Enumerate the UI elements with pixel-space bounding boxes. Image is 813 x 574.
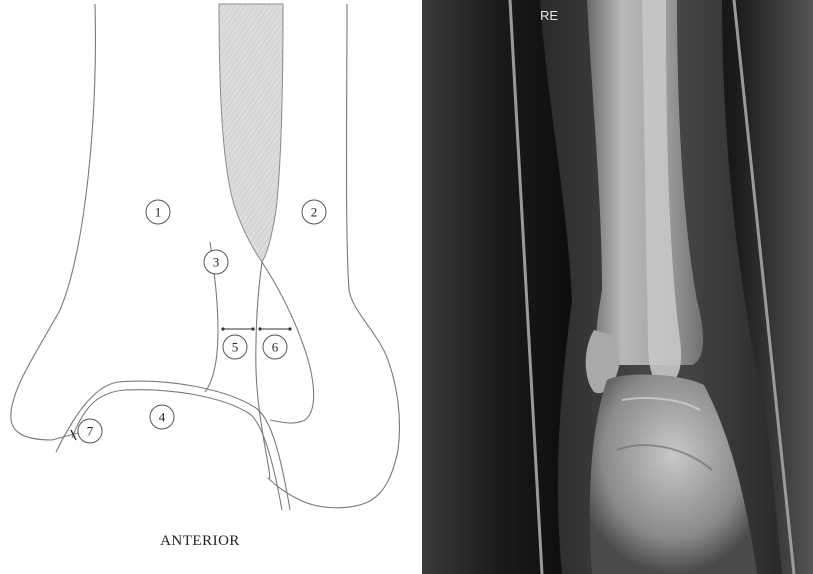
label-5: 5 — [223, 335, 247, 359]
talar-dome-line-inner — [72, 390, 282, 510]
svg-text:2: 2 — [311, 205, 318, 220]
svg-text:3: 3 — [213, 255, 220, 270]
label-7: 7 — [78, 419, 102, 443]
svg-text:6: 6 — [272, 340, 279, 355]
svg-text:4: 4 — [159, 410, 166, 425]
ankle-line-diagram: 1 2 3 4 5 6 7 — [0, 0, 420, 574]
tibia-lateral-line — [268, 4, 400, 508]
label-6: 6 — [263, 335, 287, 359]
label-3: 3 — [204, 250, 228, 274]
tibia-outline — [11, 4, 96, 440]
diagram-svg: 1 2 3 4 5 6 7 — [0, 0, 420, 574]
svg-text:5: 5 — [232, 340, 239, 355]
xray-svg: RE — [422, 0, 813, 574]
measurement-marker-6 — [258, 327, 291, 330]
talar-dome-line-outer — [56, 381, 290, 510]
side-marker-text: RE — [540, 8, 558, 23]
svg-text:1: 1 — [155, 205, 162, 220]
fibula-shaded-region — [219, 4, 283, 262]
svg-text:7: 7 — [87, 424, 94, 439]
label-1: 1 — [146, 200, 170, 224]
label-4: 4 — [150, 405, 174, 429]
fibula-outline — [256, 262, 270, 479]
ankle-xray-image: RE — [422, 0, 813, 574]
measurement-marker-5 — [221, 327, 254, 330]
label-2: 2 — [302, 200, 326, 224]
anterior-caption: ANTERIOR — [160, 533, 240, 549]
